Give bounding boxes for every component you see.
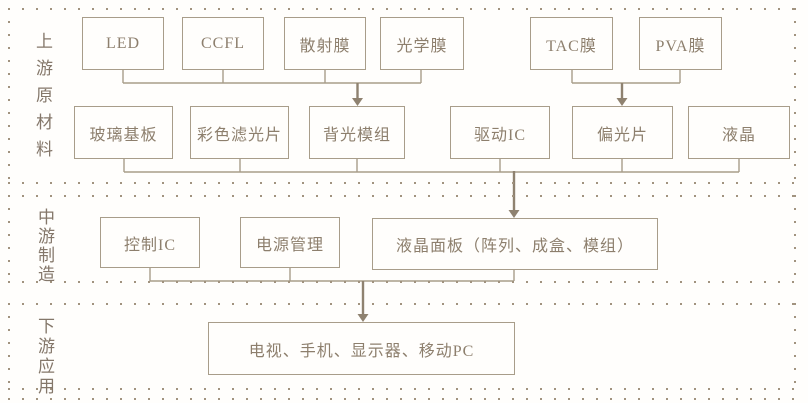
node-polarizer: 偏光片 bbox=[572, 106, 673, 159]
node-optical-film: 光学膜 bbox=[380, 17, 464, 70]
node-driver-ic: 驱动IC bbox=[450, 106, 550, 159]
node-backlight-module: 背光模组 bbox=[309, 106, 405, 159]
node-glass-substrate: 玻璃基板 bbox=[74, 106, 173, 159]
node-led: LED bbox=[82, 17, 164, 70]
node-power-management: 电源管理 bbox=[240, 217, 340, 268]
bottom-partial-dotted-row bbox=[8, 398, 796, 400]
node-pva-film: PVA膜 bbox=[639, 17, 722, 70]
node-lcd-panel: 液晶面板（阵列、成盒、模组） bbox=[372, 218, 658, 270]
node-control-ic: 控制IC bbox=[100, 217, 200, 268]
section-label-midstream: 中游制造 bbox=[35, 208, 54, 284]
node-ccfl: CCFL bbox=[182, 17, 264, 70]
node-tac-film: TAC膜 bbox=[530, 17, 613, 70]
node-color-filter: 彩色滤光片 bbox=[190, 106, 289, 159]
node-liquid-crystal: 液晶 bbox=[688, 106, 790, 159]
node-diffuser-film: 散射膜 bbox=[284, 17, 366, 70]
section-label-downstream: 下游应用 bbox=[35, 317, 54, 397]
node-applications: 电视、手机、显示器、移动PC bbox=[208, 322, 515, 375]
section-label-upstream: 上游原材料 bbox=[33, 32, 52, 167]
